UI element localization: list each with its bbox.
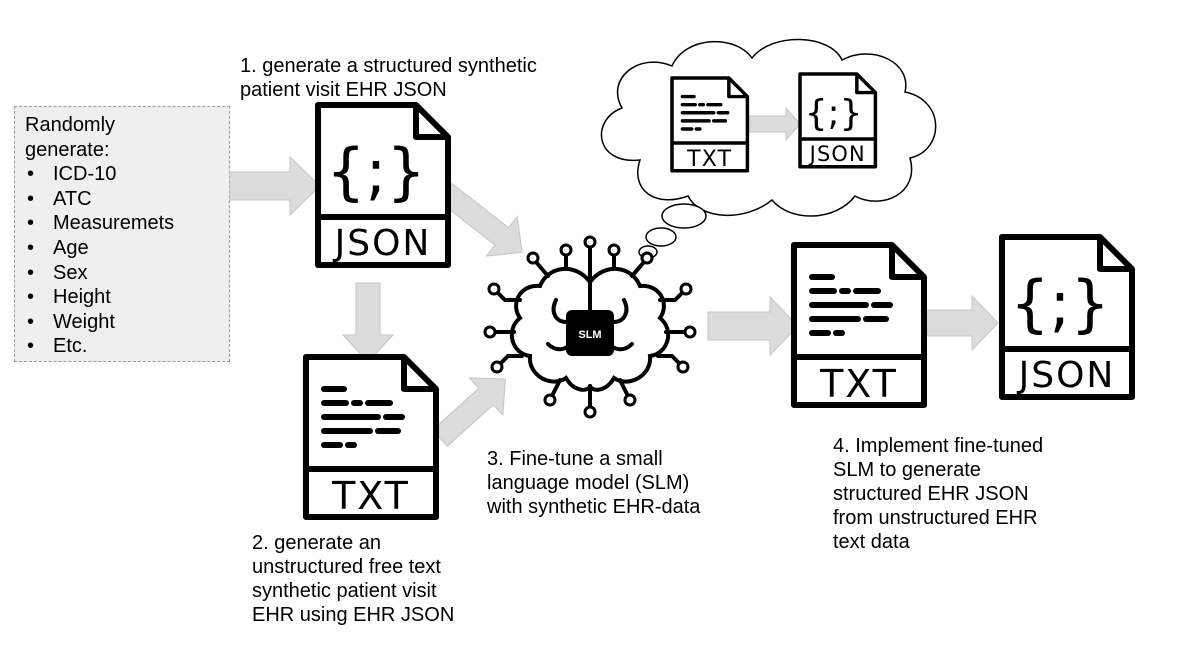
step-2-line-4: EHR using EHR JSON: [252, 604, 455, 626]
random-generate-box: Randomly generate: ICD-10 ATC Measuremet…: [14, 106, 230, 362]
json-label-step1: JSON: [333, 223, 432, 264]
step-4-label: 4. Implement fine-tuned SLM to generate …: [833, 434, 1043, 554]
json-label-step4: JSON: [1017, 355, 1116, 396]
input-heading-line-1: Randomly: [25, 114, 116, 136]
input-item-height: Height: [25, 285, 219, 310]
cloud-bubble-medium: [645, 227, 677, 247]
arrow-txt-to-slm: [431, 377, 506, 447]
input-item-atc: ATC: [25, 187, 219, 212]
json-label-cloud: JSON: [808, 142, 866, 166]
arrow-slm-to-txt: [707, 295, 799, 357]
slm-circuit-nodes: [483, 235, 697, 419]
txt-label-cloud: TXT: [686, 147, 732, 172]
step-1-line-2: patient visit EHR JSON: [240, 79, 447, 101]
step-3-label: 3. Fine-tune a small language model (SLM…: [487, 447, 700, 519]
json-file-icon-step1: {;} JSON: [318, 105, 448, 265]
step-3-line-1: 3. Fine-tune a small: [487, 448, 663, 470]
txt-label-step4: TXT: [819, 362, 898, 406]
thought-cloud: [600, 38, 937, 259]
json-glyph-step4: {;}: [1010, 267, 1110, 340]
json-file-icon-step4: {;} JSON: [1002, 237, 1132, 397]
input-item-icd10: ICD-10: [25, 162, 219, 187]
step-4-line-2: SLM to generate: [833, 459, 981, 481]
step-2-label: 2. generate an unstructured free text sy…: [252, 531, 454, 627]
step-4-line-5: text data: [833, 531, 910, 553]
slm-chip: [566, 310, 614, 356]
input-item-age: Age: [25, 236, 219, 261]
arrow-txt-to-json: [917, 294, 999, 352]
input-item-measurements: Measuremets: [25, 211, 219, 236]
input-item-weight: Weight: [25, 310, 219, 335]
arrow-input-to-json: [229, 155, 321, 217]
step-2-line-1: 2. generate an: [252, 532, 381, 554]
step-1-line-1: 1. generate a structured synthetic: [240, 55, 537, 77]
arrow-cloud-txt-to-json: [749, 106, 801, 142]
step-2-line-3: synthetic patient visit: [252, 580, 437, 602]
slm-chip-label: SLM: [578, 329, 601, 341]
input-heading-line-2: generate:: [25, 138, 110, 161]
input-item-sex: Sex: [25, 261, 219, 286]
json-file-icon-cloud: {;} JSON: [798, 72, 878, 169]
step-4-line-3: structured EHR JSON: [833, 483, 1029, 505]
json-glyph-step1: {;}: [326, 135, 426, 208]
cloud-bubble-large: [661, 203, 707, 229]
step-4-line-1: 4. Implement fine-tuned: [833, 435, 1044, 457]
json-glyph-cloud: {;}: [805, 93, 863, 134]
flow-arrows: [229, 155, 999, 447]
step-3-line-3: with synthetic EHR-data: [487, 496, 701, 518]
step-3-line-2: language model (SLM): [487, 472, 690, 494]
input-item-etc: Etc.: [25, 334, 219, 359]
arrow-json-to-txt: [341, 282, 395, 363]
txt-file-icon-cloud: TXT: [670, 76, 750, 173]
input-items-list: ICD-10 ATC Measuremets Age Sex Height We…: [25, 162, 219, 359]
step-1-label: 1. generate a structured synthetic patie…: [240, 54, 537, 102]
step-4-line-4: from unstructured EHR: [833, 507, 1038, 529]
txt-label-step2: TXT: [331, 474, 410, 518]
txt-file-icon-step2: TXT: [306, 357, 436, 518]
step-2-line-2: unstructured free text: [252, 556, 441, 578]
txt-file-icon-step4: TXT: [794, 245, 924, 406]
